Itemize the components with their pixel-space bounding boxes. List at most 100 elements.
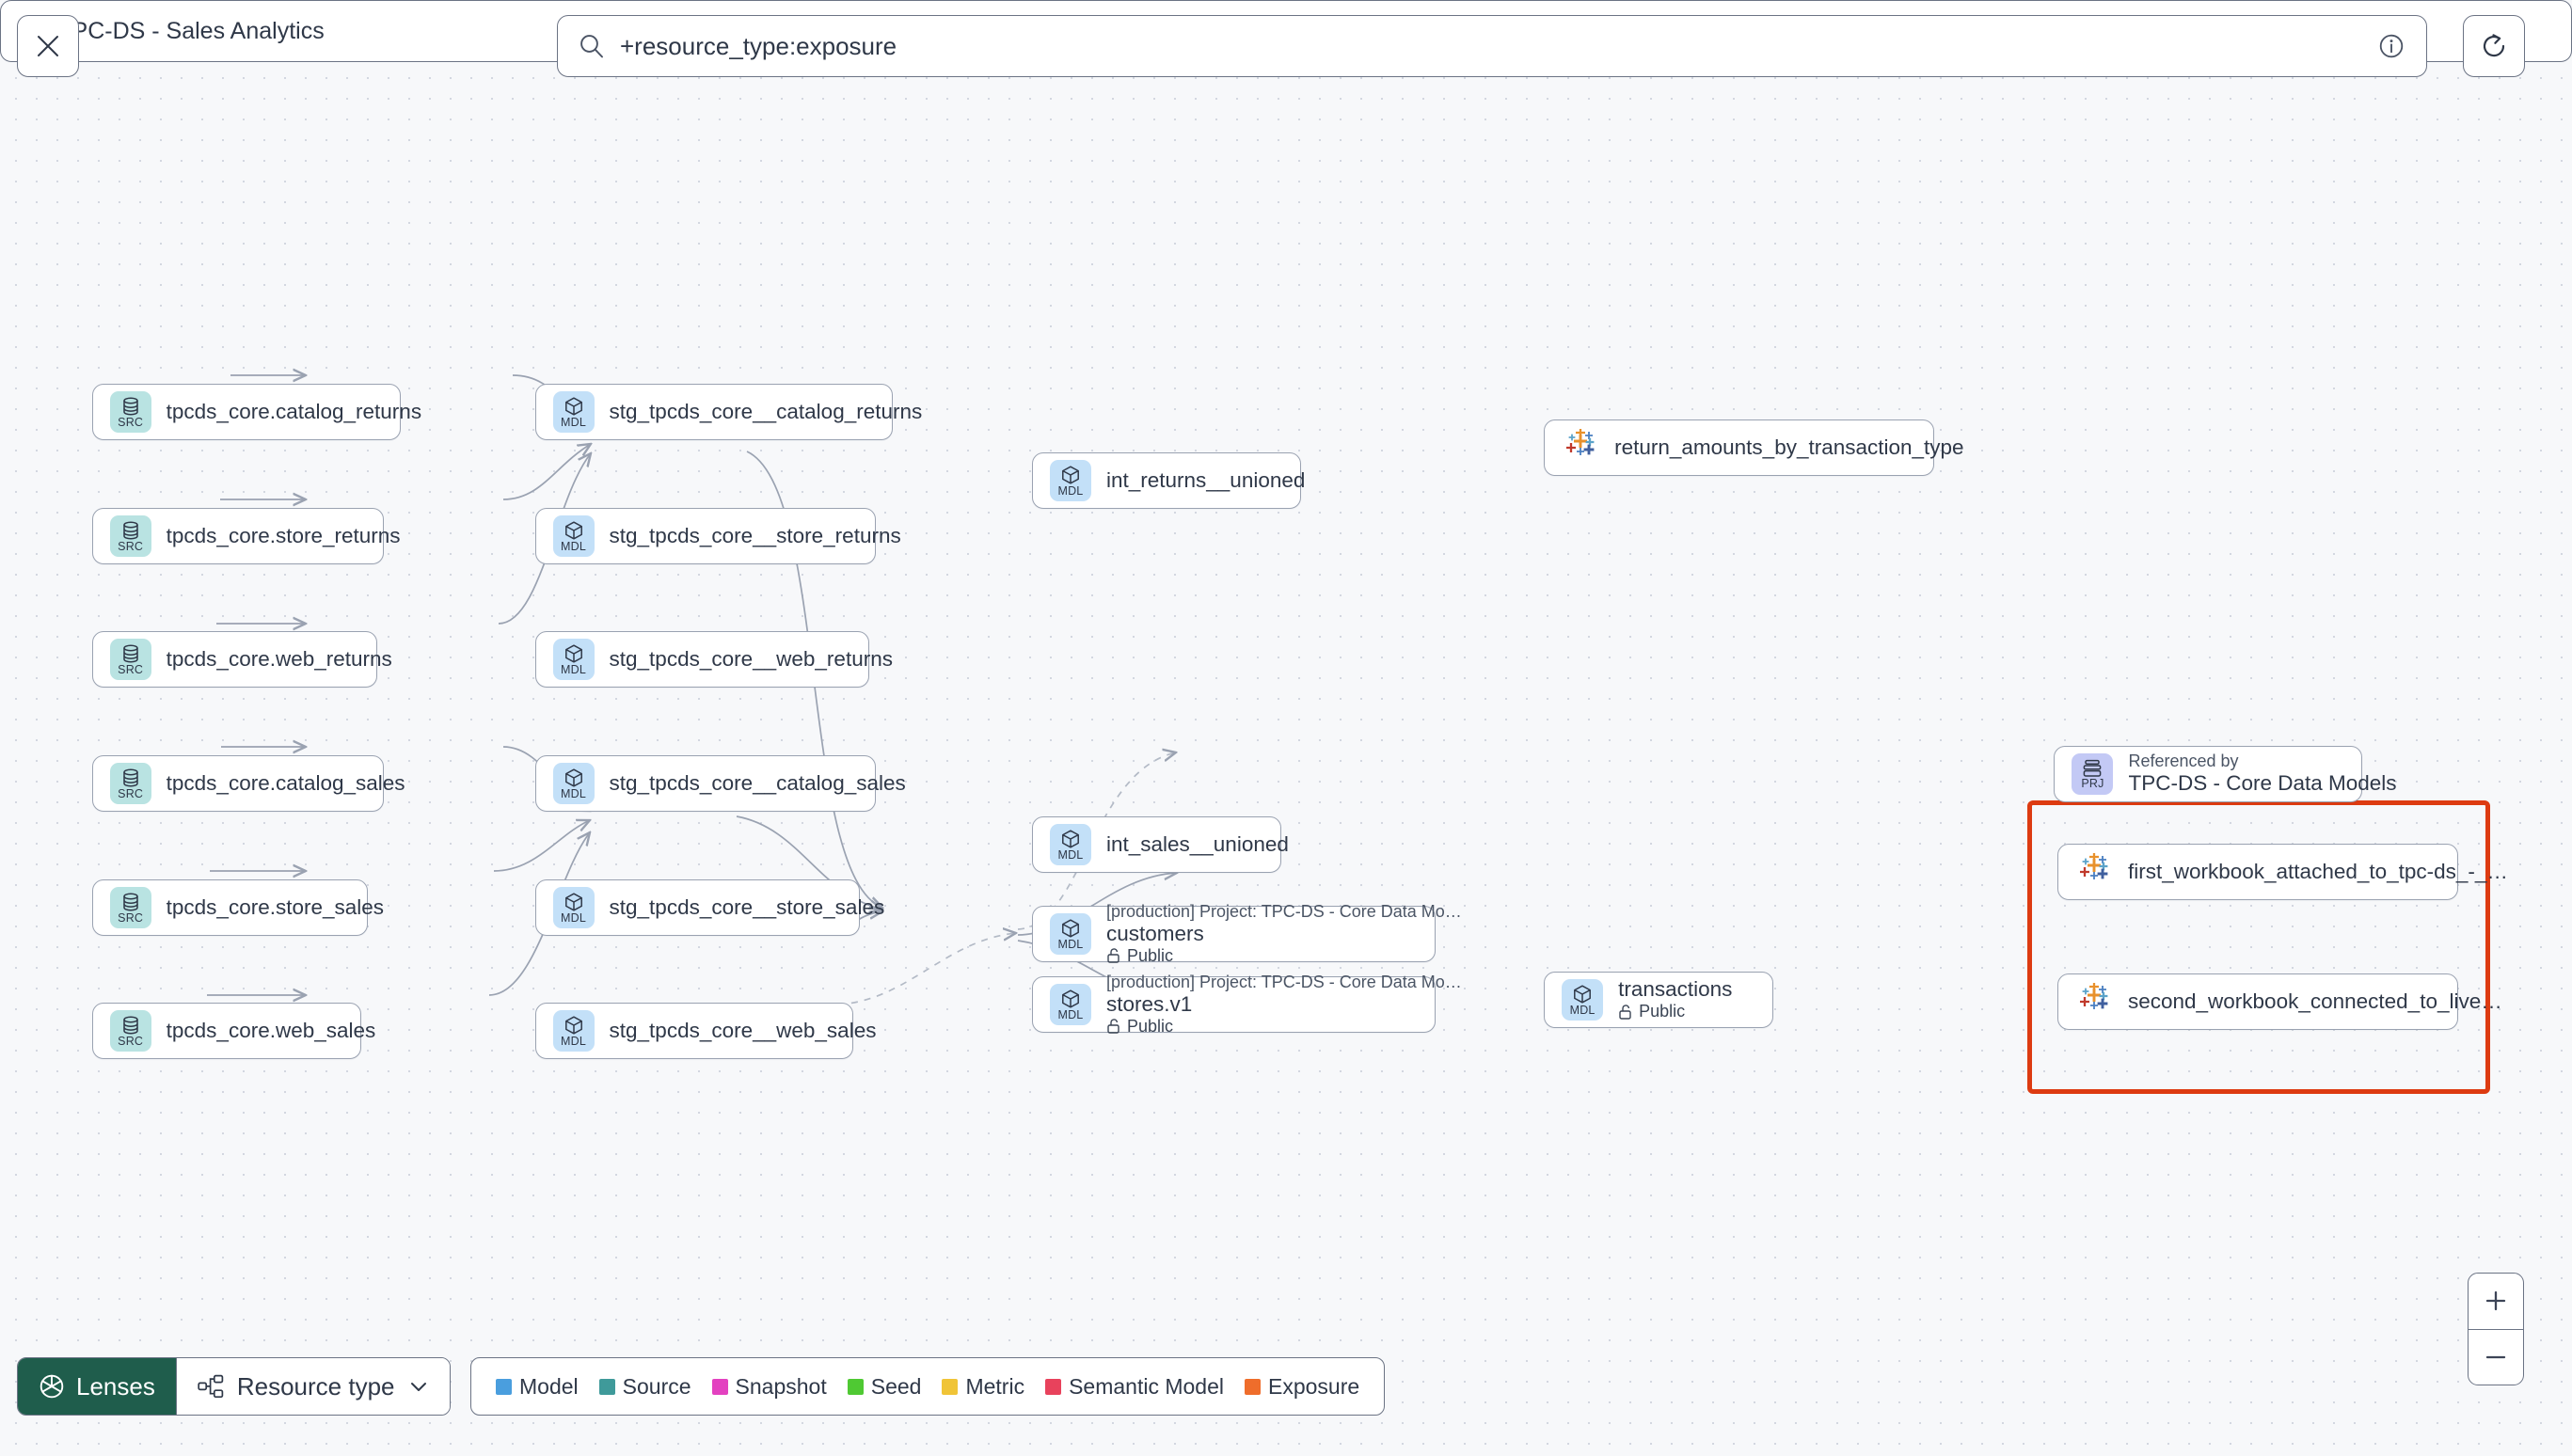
tableau-icon (2079, 851, 2108, 879)
badge-label: MDL (561, 539, 587, 553)
zoom-out-button[interactable] (2469, 1330, 2523, 1385)
legend-swatch (711, 1378, 728, 1395)
minus-icon (2485, 1355, 2506, 1358)
node-project: [production] Project: TPC-DS - Core Data… (1105, 972, 1462, 991)
node-title: tpcds_core.store_returns (166, 523, 401, 547)
lenses-button[interactable]: Lenses (18, 1358, 176, 1415)
legend-swatch (942, 1378, 959, 1395)
node-title: stg_tpcds_core__store_returns (609, 523, 901, 547)
legend-label: Semantic Model (1069, 1373, 1224, 1399)
node-title: tpcds_core.catalog_returns (166, 399, 422, 423)
badge-label: MDL (1569, 1003, 1596, 1017)
graph-node-src_catalog_returns[interactable]: SRC tpcds_core.catalog_returns (91, 384, 422, 440)
database-icon (122, 521, 138, 540)
tableau-icon (2079, 981, 2108, 1009)
node-access: Public (1106, 946, 1418, 966)
legend-item-semantic-model[interactable]: Semantic Model (1045, 1374, 1224, 1400)
hierarchy-icon (198, 1374, 224, 1399)
cube-icon (564, 768, 582, 787)
database-icon (122, 768, 138, 787)
source-badge: SRC (109, 1009, 151, 1052)
legend-item-snapshot[interactable]: Snapshot (711, 1373, 827, 1400)
unlock-icon (1107, 1019, 1119, 1035)
model-badge: MDL (1049, 459, 1091, 501)
cube-icon (1062, 466, 1079, 484)
zoom-in-button[interactable] (2469, 1274, 2523, 1330)
database-icon (122, 644, 138, 663)
legend-swatch (1045, 1378, 1062, 1395)
cube-icon (1574, 985, 1592, 1004)
resource-type-dropdown[interactable]: Resource type (175, 1358, 450, 1415)
model-badge: MDL (1049, 823, 1091, 865)
node-title: stg_tpcds_core__catalog_returns (609, 399, 923, 423)
legend-item-model[interactable]: Model (496, 1374, 579, 1400)
legend-item-exposure[interactable]: Exposure (1245, 1374, 1359, 1400)
close-icon (38, 36, 58, 56)
node-title: stg_tpcds_core__store_sales (609, 894, 885, 919)
source-badge: SRC (109, 390, 151, 433)
graph-node-src_store_returns[interactable]: SRC tpcds_core.store_returns (91, 508, 401, 564)
search-bar[interactable] (557, 15, 2427, 77)
node-title: return_amounts_by_transaction_type (1614, 435, 1964, 459)
unlock-icon (1619, 1005, 1631, 1020)
badge-label: MDL (1057, 847, 1084, 862)
legend-label: Snapshot (735, 1373, 827, 1399)
graph-node-stores_v1[interactable]: MDL[production] Project: TPC-DS - Core D… (1031, 972, 1462, 1036)
cube-icon (564, 1016, 582, 1035)
node-title: stores.v1 (1105, 991, 1193, 1016)
resource-type-label: Resource type (236, 1371, 395, 1401)
search-icon (580, 35, 603, 58)
model-badge: MDL (1562, 978, 1604, 1021)
legend-item-source[interactable]: Source (598, 1374, 691, 1400)
legend-swatch (1245, 1378, 1261, 1395)
graph-node-first_workbook[interactable]: first_workbook_attached_to_tpc-ds_-_… (2056, 844, 2508, 900)
legend-label: Model (519, 1373, 579, 1399)
cube-icon (1062, 989, 1079, 1008)
graph-node-stg_catalog_returns[interactable]: MDL stg_tpcds_core__catalog_returns (534, 384, 923, 440)
legend-item-metric[interactable]: Metric (942, 1374, 1024, 1400)
cube-icon (564, 644, 582, 663)
search-input[interactable] (620, 31, 2377, 61)
exposure-highlight-box (2027, 800, 2490, 1094)
resource-type-legend: Model Source Snapshot Seed Metric Semantic Mo… (470, 1357, 1386, 1416)
graph-node-customers[interactable]: MDL[production] Project: TPC-DS - Core D… (1031, 902, 1462, 965)
info-circle-icon[interactable] (2377, 32, 2405, 60)
exposure-badge (2075, 981, 2113, 1021)
legend-item-seed[interactable]: Seed (847, 1373, 922, 1400)
badge-label: MDL (561, 1034, 587, 1048)
database-icon (122, 397, 138, 416)
graph-node-return_amounts[interactable]: return_amounts_by_transaction_type (1544, 419, 1964, 476)
badge-label: SRC (118, 662, 144, 676)
node-title: stg_tpcds_core__web_returns (609, 646, 893, 671)
cube-icon (564, 893, 582, 911)
graph-node-second_workbook[interactable]: second_workbook_connected_to_live… (2056, 973, 2502, 1030)
project-stack-icon (2084, 759, 2102, 777)
model-badge: MDL (552, 390, 595, 433)
graph-node-stg_store_returns[interactable]: MDL stg_tpcds_core__store_returns (534, 508, 901, 564)
graph-node-stg_web_returns[interactable]: MDL stg_tpcds_core__web_returns (534, 631, 893, 688)
model-badge: MDL (552, 638, 595, 680)
badge-label: SRC (118, 1034, 144, 1048)
legend-label: Seed (870, 1373, 922, 1399)
model-badge: MDL (552, 762, 595, 804)
legend-label: Metric (965, 1373, 1025, 1399)
refresh-button[interactable] (2463, 15, 2525, 77)
plus-icon (2485, 1291, 2506, 1311)
close-button[interactable] (17, 15, 79, 77)
cube-icon (564, 521, 582, 540)
exposure-badge (2075, 851, 2113, 891)
lenses-label: Lenses (76, 1371, 155, 1401)
source-badge: SRC (109, 514, 151, 557)
